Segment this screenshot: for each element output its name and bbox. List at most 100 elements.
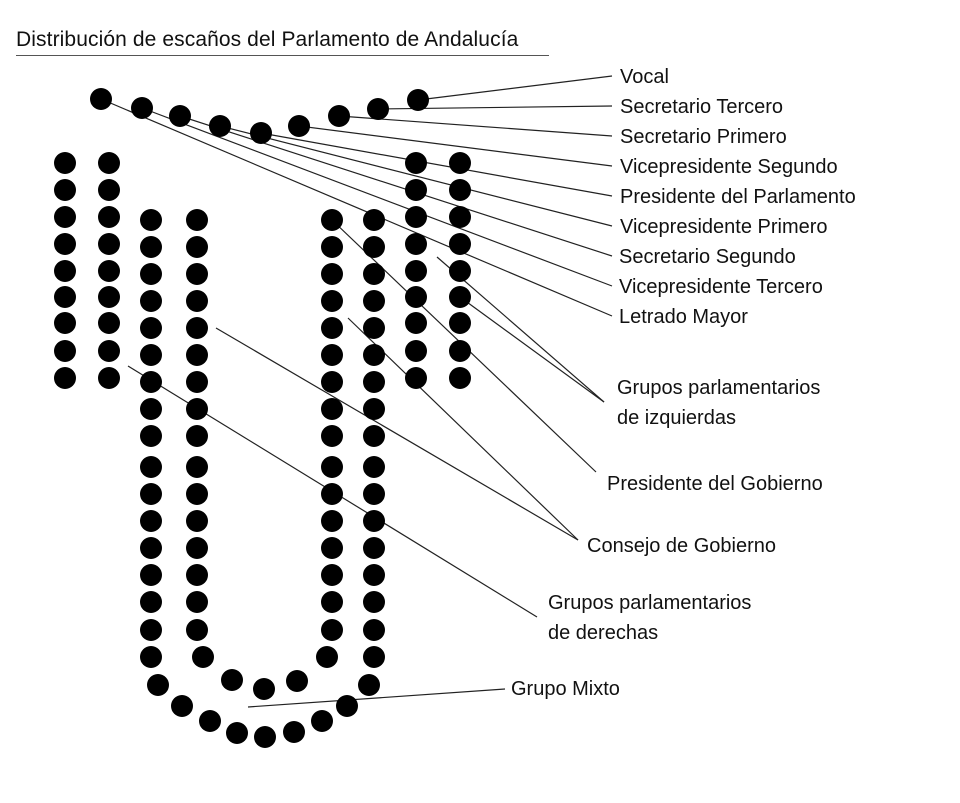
label-presidente-parlamento: Presidente del Parlamento <box>620 186 856 208</box>
seat-block <box>449 260 471 282</box>
leader-line <box>260 132 613 197</box>
leader-lines <box>100 75 613 708</box>
seat-block <box>98 206 120 228</box>
seat-u-bottom-outer <box>226 722 248 744</box>
seat-u-column <box>140 510 162 532</box>
seat-u-column <box>186 483 208 505</box>
seat-u-column <box>140 398 162 420</box>
label-letrado-mayor: Letrado Mayor <box>619 306 748 328</box>
leader-line <box>338 115 613 137</box>
seat-block <box>98 233 120 255</box>
seat-block <box>449 340 471 362</box>
label-grupos-derechas-line2: de derechas <box>548 622 659 644</box>
seat-u-bottom-outer <box>254 726 276 748</box>
leader-line <box>215 327 579 541</box>
seat-block <box>405 233 427 255</box>
leader-line <box>298 125 613 167</box>
seat-u-column <box>363 510 385 532</box>
seat-u-column <box>186 537 208 559</box>
seat-u-column <box>321 564 343 586</box>
leader-line <box>436 256 605 403</box>
seat-block <box>54 286 76 308</box>
seat-u-column <box>321 398 343 420</box>
leader-line <box>100 98 613 317</box>
seat-u-column <box>140 456 162 478</box>
seat-u-column <box>140 591 162 613</box>
seat-block <box>98 152 120 174</box>
seat-u-column <box>363 263 385 285</box>
seat-u-column <box>140 483 162 505</box>
seat-block <box>405 206 427 228</box>
seat-u-column <box>363 317 385 339</box>
seat-u-bottom-outer <box>171 695 193 717</box>
seat-u-column <box>363 209 385 231</box>
seat-u-column <box>321 317 343 339</box>
seat-u-column <box>140 317 162 339</box>
seat-u-column <box>363 290 385 312</box>
seat-u-column <box>186 344 208 366</box>
seat-u-column <box>363 344 385 366</box>
seat-block <box>405 286 427 308</box>
seat-u-column <box>186 236 208 258</box>
seat-u-column <box>363 483 385 505</box>
seat-u-column <box>186 263 208 285</box>
leader-line <box>417 75 613 101</box>
seat-u-column <box>363 591 385 613</box>
seat-mesa <box>328 105 350 127</box>
seats <box>54 88 471 748</box>
seat-mesa <box>288 115 310 137</box>
seat-block <box>54 179 76 201</box>
seat-u-column <box>186 398 208 420</box>
seat-block <box>405 340 427 362</box>
seat-u-bottom-outer <box>283 721 305 743</box>
seat-u-column <box>140 619 162 641</box>
label-secretario-primero: Secretario Primero <box>620 126 787 148</box>
label-vicepresidente-tercero: Vicepresidente Tercero <box>619 276 823 298</box>
title-underline <box>16 55 549 56</box>
seat-block <box>54 152 76 174</box>
seat-u-bottom <box>363 646 385 668</box>
seat-u-column <box>321 425 343 447</box>
seat-u-column <box>363 371 385 393</box>
seat-block <box>98 340 120 362</box>
seat-u-bottom <box>221 669 243 691</box>
seat-block <box>449 233 471 255</box>
seat-block <box>449 179 471 201</box>
seat-block <box>98 286 120 308</box>
seat-mesa <box>367 98 389 120</box>
label-grupos-izquierdas-line1: Grupos parlamentarios <box>617 377 821 399</box>
seat-u-column <box>321 619 343 641</box>
seat-u-column <box>186 591 208 613</box>
seat-block <box>54 206 76 228</box>
seat-u-column <box>321 290 343 312</box>
seat-u-column <box>363 425 385 447</box>
seat-u-column <box>321 510 343 532</box>
seat-block <box>449 206 471 228</box>
seat-u-column <box>363 456 385 478</box>
seat-u-column <box>186 425 208 447</box>
label-secretario-segundo: Secretario Segundo <box>619 246 796 268</box>
seat-u-bottom-outer <box>199 710 221 732</box>
seat-u-bottom <box>140 646 162 668</box>
seat-u-column <box>321 456 343 478</box>
seat-block <box>405 260 427 282</box>
label-consejo-gobierno: Consejo de Gobierno <box>587 535 777 557</box>
seat-mesa <box>131 97 153 119</box>
seat-u-column <box>186 209 208 231</box>
label-vocal: Vocal <box>620 66 669 88</box>
seat-u-bottom <box>192 646 214 668</box>
seat-u-column <box>140 290 162 312</box>
seat-block <box>449 152 471 174</box>
seat-u-column <box>186 564 208 586</box>
seat-u-bottom-outer <box>311 710 333 732</box>
seat-mesa <box>407 89 429 111</box>
seat-u-bottom-outer <box>336 695 358 717</box>
seat-u-column <box>363 537 385 559</box>
seat-u-column <box>321 483 343 505</box>
seat-block <box>449 286 471 308</box>
label-grupos-derechas-line1: Grupos parlamentarios <box>548 592 752 614</box>
seat-block <box>98 179 120 201</box>
seat-u-column <box>186 371 208 393</box>
seat-block <box>405 312 427 334</box>
